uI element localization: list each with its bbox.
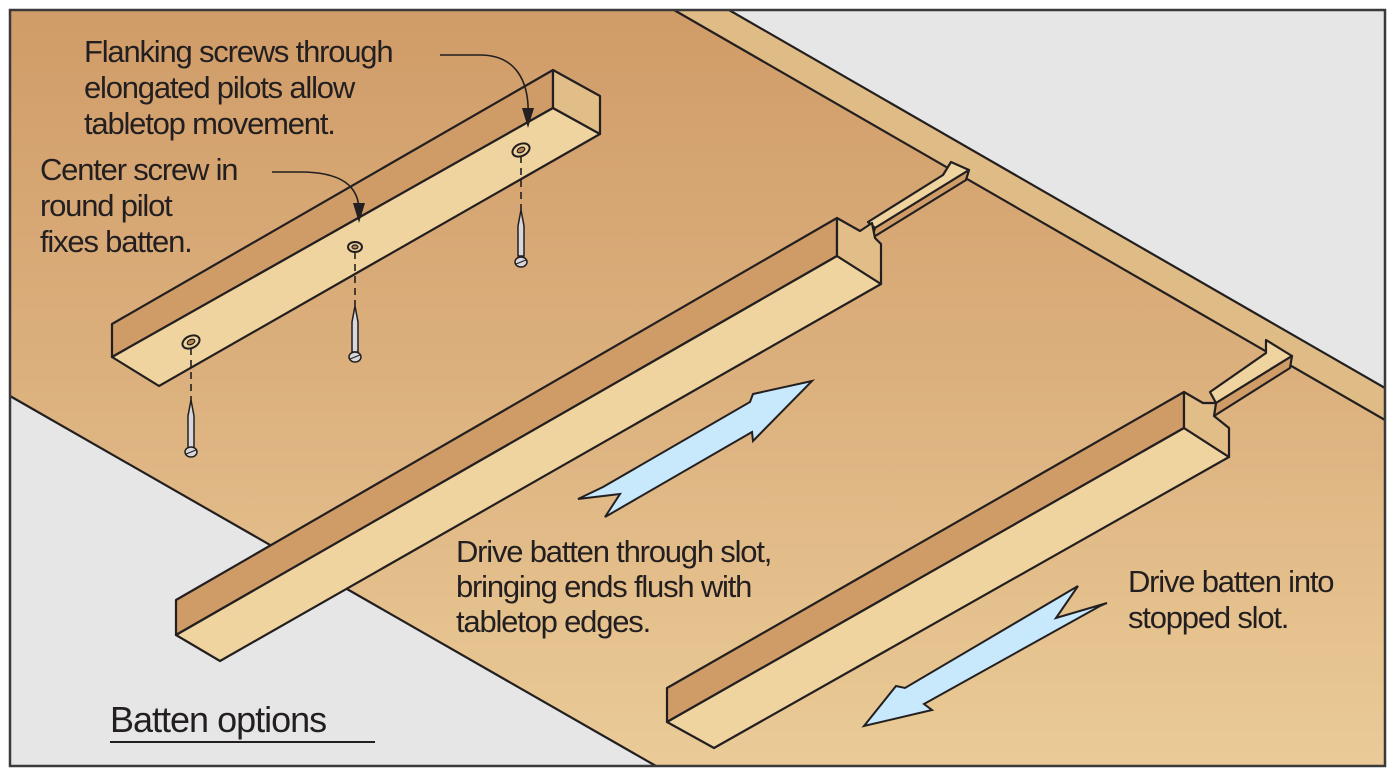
figure-frame: [8, 8, 1387, 768]
label-through-slot: Drive batten through slot, bringing ends…: [456, 534, 779, 639]
screw-right-icon: [514, 209, 528, 268]
batten-stopped-slot: [665, 390, 1231, 750]
batten-3-end-face: [1182, 390, 1231, 459]
label-stopped-slot: Drive batten into stopped slot.: [1128, 564, 1341, 635]
stopped-slot-floor: [1208, 338, 1294, 405]
elongated-pilot-right: [511, 142, 531, 158]
screw-left-icon: [184, 399, 198, 458]
batten-2-end-face: [835, 216, 883, 286]
leader-flanking-screws: [440, 54, 534, 128]
label-center-screw: Center screw in round pilot fixes batten…: [40, 152, 245, 259]
batten-screwed: [110, 68, 602, 458]
round-pilot-center: [347, 241, 363, 253]
batten-1-end-face: [551, 68, 602, 136]
arrow-stopped-direction-icon: [861, 585, 1108, 728]
screw-center-icon: [348, 305, 362, 363]
elongated-pilot-left: [181, 334, 201, 350]
arrow-through-direction-icon: [577, 379, 816, 518]
leader-center-screw: [272, 171, 365, 223]
tabletop-outer-edge-line: [728, 9, 1386, 389]
stopped-slot: [1208, 338, 1294, 418]
label-flanking-screws: Flanking screws through elongated pilots…: [84, 34, 400, 141]
batten-through-slot: [174, 216, 883, 663]
figure-title: Batten options: [110, 699, 326, 740]
